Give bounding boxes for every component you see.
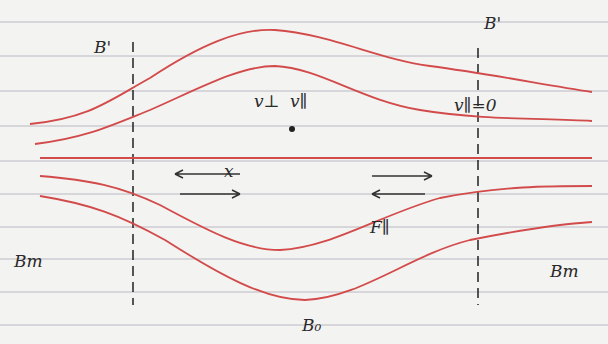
paper-rule-lines — [0, 22, 608, 325]
velocity-label: v∥=0 — [452, 96, 499, 115]
velocity-label: v∥ — [288, 92, 309, 111]
field-label: Bm — [12, 252, 45, 271]
velocity-label: v⊥ — [252, 92, 282, 111]
field-label: B₀ — [300, 316, 323, 335]
force-label: F∥ — [368, 218, 392, 237]
field-label: B' — [482, 14, 503, 33]
force-arrows — [175, 170, 432, 198]
mirror-plane-lines — [133, 42, 478, 305]
field-label: B' — [92, 38, 113, 57]
distance-label: x — [222, 162, 236, 181]
field-lines — [30, 30, 592, 300]
field-label: Bm — [548, 262, 581, 281]
particle-dot — [289, 126, 295, 132]
